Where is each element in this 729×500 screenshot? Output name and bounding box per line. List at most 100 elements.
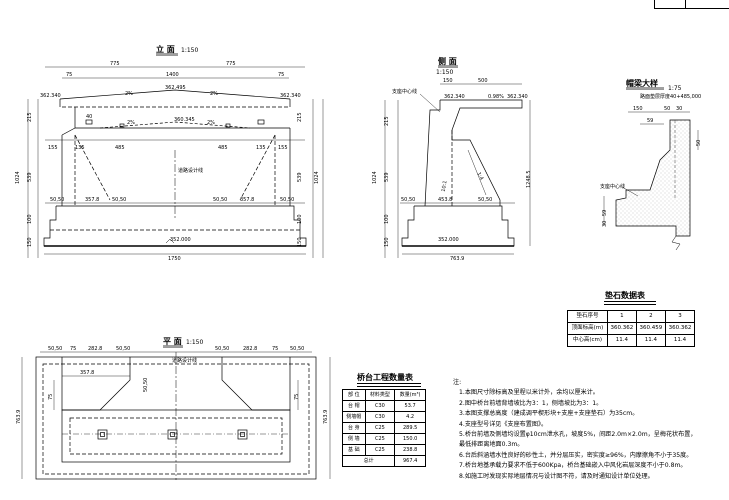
- h-150-right: 150: [297, 237, 303, 247]
- table-cell: 台 帽: [342, 400, 366, 412]
- side-h-12485: 1248.5: [526, 171, 532, 189]
- table-cell: 360.459: [635, 322, 666, 335]
- table-cell: 360.362: [664, 322, 696, 335]
- table-cell: 台 身: [342, 422, 366, 434]
- h-539-left: 539: [27, 172, 33, 182]
- table-row: 中心高(cm) 11.4 11.4 11.4: [567, 334, 696, 347]
- note-item: 8.如施工时发现实际地层情况与设计图不符，请及时通知设计单位处理。: [459, 472, 654, 480]
- table-header-cell: 3: [664, 310, 696, 323]
- plan-road-line: 道路设计线: [172, 357, 197, 364]
- slope-left-2: 2%: [127, 120, 135, 126]
- plan-title: 平 面: [163, 337, 182, 346]
- table-cell: 238.8: [394, 444, 426, 456]
- table-header-cell: 1: [606, 310, 637, 323]
- side-b-5050-2: 50,50: [478, 197, 492, 203]
- table-row: 台 帽 C30 53.7: [342, 400, 426, 412]
- h-539-right: 539: [297, 172, 303, 182]
- plan-v-7639-left: 763.9: [16, 410, 22, 424]
- side-dim-total: 763.9: [450, 256, 464, 262]
- table-cell: 侧墙帽: [342, 411, 366, 423]
- elevation-view: 立 面 1:150 775 775 75 1400 75 362.340 362…: [15, 44, 324, 262]
- side-dim-150: 150: [443, 78, 453, 84]
- note-item: 4.支座型号详见《支座布置图》。: [459, 420, 548, 428]
- notes-block: 注: 1.本图尺寸除标高及里程以米计外，余均以厘米计。 2.图中桥台前墙背墙坡比…: [453, 378, 729, 482]
- detail-d59: 59: [647, 118, 653, 124]
- b-5050-2: 50,50: [112, 197, 126, 203]
- table-cell: 11.4: [664, 334, 696, 347]
- dim-75-right: 75: [278, 72, 284, 78]
- table-row: 基 础 C25 238.8: [342, 444, 426, 456]
- dim-center-1400: 1400: [166, 72, 179, 78]
- side-h-150: 150: [384, 237, 390, 247]
- detail-d30: 30: [676, 106, 682, 112]
- b-3578-1: 357.8: [85, 197, 99, 203]
- plan-t-2828-1: 282.8: [88, 346, 102, 352]
- elev-right: 362.340: [280, 93, 301, 99]
- side-b-4538: 453.8: [438, 197, 452, 203]
- table-header-cell: 垫石序号: [567, 310, 608, 323]
- plan-v-7639-right: 763.9: [323, 410, 329, 424]
- pad-stone-table: 垫石序号 1 2 3 顶面标高(m) 360.362 360.459 360.3…: [567, 310, 696, 347]
- table-cell: 360.362: [606, 322, 637, 335]
- table-cell: 289.5: [394, 422, 426, 434]
- side-elev-2: 362.340: [507, 94, 528, 100]
- side-slope: 0.98%: [488, 94, 504, 100]
- b-5050-4: 50,50: [280, 197, 294, 203]
- dim-155-left: 155: [48, 145, 58, 151]
- b-3578-2: 357.8: [240, 197, 254, 203]
- dim-485-left: 485: [115, 145, 125, 151]
- slope-right-2: 2%: [207, 120, 215, 126]
- h-100-left: 100: [27, 214, 33, 224]
- pad-title-underline: [604, 301, 656, 305]
- side-slope-b: 1:4: [475, 171, 484, 181]
- h-100-right: 100: [297, 214, 303, 224]
- detail-d50: 50: [664, 106, 670, 112]
- plan-v-75-left: 75: [48, 394, 54, 400]
- detail-d150: 150: [633, 106, 643, 112]
- dim-135-left: 135: [75, 145, 85, 151]
- side-h-100: 100: [384, 214, 390, 224]
- plan-t-75-1: 75: [70, 346, 76, 352]
- base-elev: 352.000: [170, 237, 191, 243]
- elev-center: 362.495: [165, 85, 186, 91]
- detail-v50: 50: [696, 140, 702, 146]
- table-cell: C30: [364, 400, 396, 412]
- side-title: 侧 面: [438, 56, 457, 66]
- dim-75-left: 75: [66, 72, 72, 78]
- table-header-row: 部 位 材料类型 数量(m³): [342, 389, 426, 401]
- table-row-total: 总计 967.4: [341, 455, 426, 467]
- table-cell: C25: [364, 422, 396, 434]
- side-elev: 362.340: [444, 94, 465, 100]
- note-item: 2.图中桥台前墙背墙坡比为3：1，侧墙坡比为3：1。: [459, 399, 603, 407]
- b-5050-3: 50,50: [213, 197, 227, 203]
- note-item: 6.台后斜涵墙水性良好的砂性土，并分层压实，密实度≥96%，内摩擦角不小于35度…: [459, 451, 693, 459]
- dim-total-1750: 1750: [168, 256, 181, 262]
- table-cell: 53.7: [394, 400, 426, 412]
- side-support-center: 支座中心线: [392, 88, 417, 95]
- detail-v30: 30: [602, 221, 608, 227]
- plan-t-75-2: 75: [272, 346, 278, 352]
- detail-scale: 1:75: [668, 85, 682, 92]
- dim-half-left: 775: [110, 61, 120, 67]
- table-cell: C30: [364, 411, 396, 423]
- table-cell: 中心高(cm): [567, 334, 608, 347]
- table-cell: 4.2: [394, 411, 426, 423]
- table-cell: 顶面标高(m): [567, 322, 608, 335]
- side-base-elev: 352.000: [438, 237, 459, 243]
- table-header-row: 垫石序号 1 2 3: [567, 310, 696, 323]
- table-cell: C25: [364, 444, 396, 456]
- qty-title-underline: [357, 383, 421, 387]
- table-header-cell: 材料类型: [364, 389, 396, 401]
- plan-t-5050-4: 50,50: [290, 346, 304, 352]
- detail-support-center: 支座中心线: [600, 183, 625, 190]
- h-215-left: 215: [27, 112, 33, 122]
- plan-t-5050-2: 50,50: [116, 346, 130, 352]
- table-cell: 150.0: [394, 433, 426, 445]
- table-row: 侧 墙 C25 150.0: [342, 433, 426, 445]
- dim-485-right: 485: [218, 145, 228, 151]
- side-dim-500: 500: [478, 78, 488, 84]
- detail-top-note: 路面垫层厚度40+485,000: [640, 93, 701, 100]
- table-header-cell: 2: [635, 310, 666, 323]
- dim-40: 40: [86, 114, 92, 120]
- table-cell: 基 础: [342, 444, 366, 456]
